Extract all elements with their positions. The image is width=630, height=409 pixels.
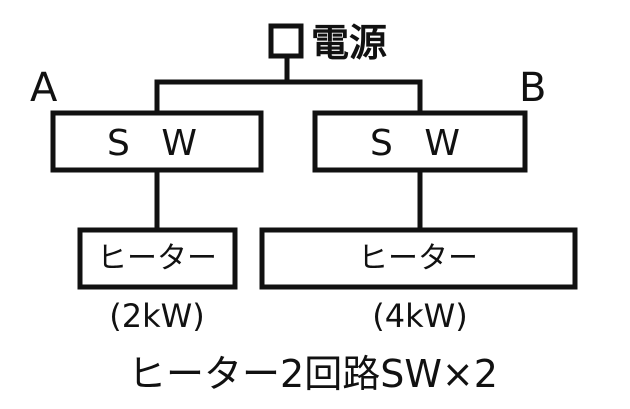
heater-a-box: [77, 227, 238, 290]
switch-a-box: [50, 110, 264, 173]
power-source-label: 電源: [311, 21, 387, 65]
heater-a-rating: (2kW): [109, 297, 205, 335]
switch-b-box: [312, 110, 528, 173]
switch-b-label: S W: [370, 123, 470, 164]
heater-b-label: ヒーター: [358, 241, 478, 276]
wiring: [154, 53, 423, 233]
heater-b-box: [259, 227, 578, 290]
branch-b-letter: B: [519, 65, 546, 111]
power-terminal-icon: [268, 23, 304, 59]
diagram-caption: ヒーター2回路SW×2: [128, 352, 498, 396]
heater-b-rating: (4kW): [372, 297, 468, 335]
branch-a-letter: A: [30, 65, 58, 111]
switch-a-label: S W: [107, 123, 207, 164]
heater-a-label: ヒーター: [97, 241, 217, 276]
